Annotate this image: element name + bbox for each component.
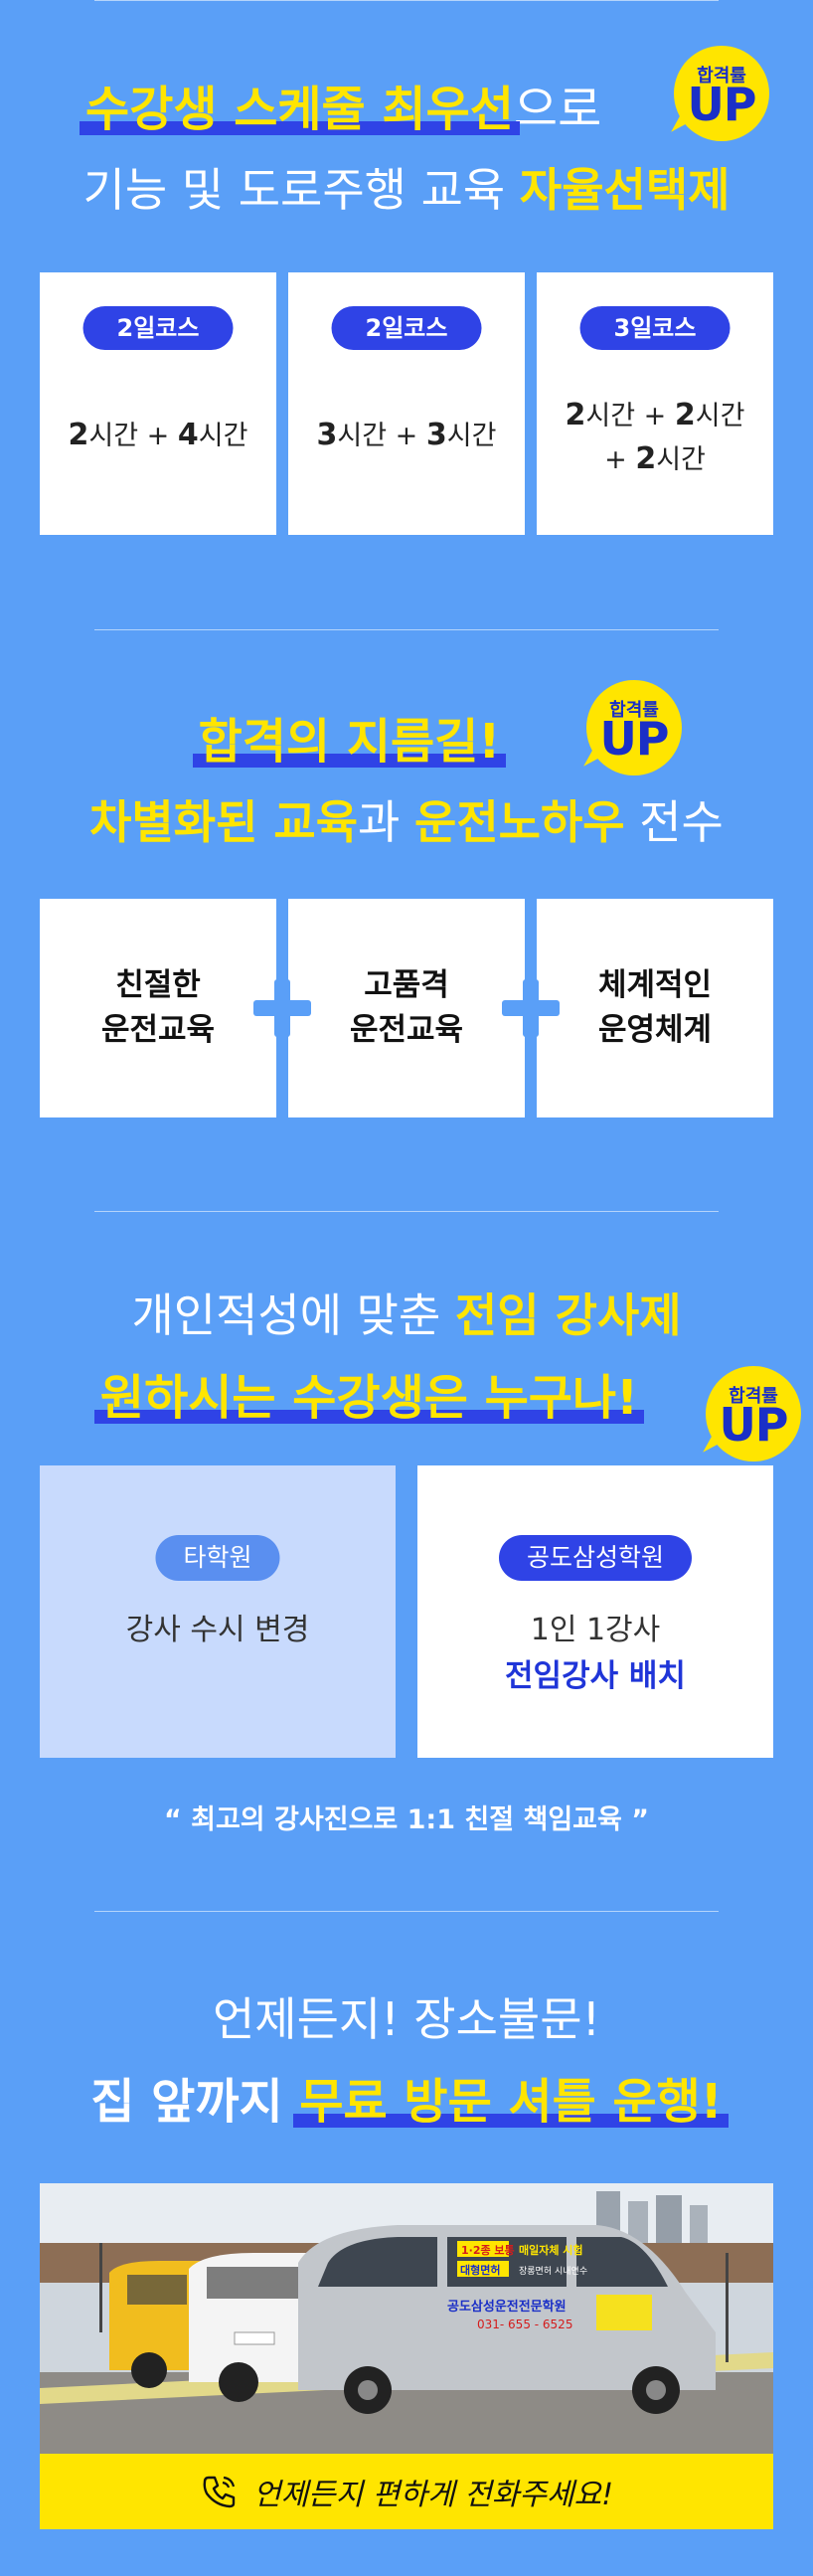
svg-text:장롱면허 시내연수: 장롱면허 시내연수 (519, 2266, 587, 2277)
other-academy-text: 강사 수시 변경 (125, 1613, 310, 1647)
section3-headline-line2: 원하시는 수강생은 누구나! (0, 1370, 813, 1428)
shuttle-vans-illustration: 1·2종 보통 매일자체 시험 대형면허 장롱면허 시내연수 공도삼성운전전문학… (40, 2183, 773, 2454)
course-pill: 3일코스 (579, 306, 731, 350)
badge-small-label: 합격률 (697, 66, 746, 86)
section4-highlight: 무료 방문 셔틀 운행! (293, 2074, 730, 2130)
svg-text:031- 655 - 6525: 031- 655 - 6525 (477, 2318, 572, 2331)
divider-2 (94, 1211, 719, 1212)
section4-headline-line2: 집 앞까지 무료 방문 셔틀 운행! (90, 2074, 730, 2130)
section3-headline-line1: 개인적성에 맞춘 전임 강사제 (131, 1288, 682, 1342)
course-hours: 2시간 + 2시간 + 2시간 (565, 398, 745, 476)
samsung-academy-text: 1인 1강사 (530, 1613, 661, 1647)
section2-highlight: 합격의 지름길! (192, 714, 506, 770)
badge-big-label: UP (687, 78, 756, 131)
section3-highlight: 원하시는 수강생은 누구나! (93, 1370, 645, 1426)
course-hours: 2시간 + 4시간 (68, 418, 248, 452)
section4-headline-line1: 언제든지! 장소불문! (212, 1992, 601, 2046)
course-card-3: 3일코스 2시간 + 2시간 + 2시간 (537, 272, 773, 535)
phone-icon (203, 2476, 236, 2508)
plus-icon (502, 979, 560, 1037)
section1-headline-line1: 수강생 스케줄 최우선으로 (0, 82, 813, 139)
svg-text:공도삼성운전전문학원: 공도삼성운전전문학원 (447, 2299, 567, 2315)
section1-line2-highlight: 자율선택제 (519, 163, 731, 217)
section2-headline-line1: 합격의 지름길! (0, 714, 813, 772)
samsung-academy-card: 공도삼성학원 1인 1강사 전임강사 배치 (417, 1465, 773, 1758)
samsung-academy-highlight: 전임강사 배치 (505, 1658, 686, 1694)
svg-text:대형면허: 대형면허 (460, 2263, 500, 2277)
pass-rate-up-badge-1: 합격률 UP (660, 46, 775, 141)
section1-highlight: 수강생 스케줄 최우선 (80, 82, 520, 137)
plus-icon (253, 979, 311, 1037)
svg-text:매일자체 시험: 매일자체 시험 (519, 2243, 583, 2257)
pass-rate-up-badge-2: 합격률 UP (572, 680, 688, 775)
call-banner[interactable]: 언제든지 편하게 전화주세요! (40, 2454, 773, 2529)
section1-headline-line2: 기능 및 도로주행 교육 자율선택제 (0, 163, 813, 218)
other-academy-pill: 타학원 (155, 1535, 280, 1581)
section2-headline-line2: 차별화된 교육과 운전노하우 전수 (89, 795, 724, 849)
samsung-academy-pill: 공도삼성학원 (498, 1535, 693, 1581)
shuttle-photo: 1·2종 보통 매일자체 시험 대형면허 장롱면허 시내연수 공도삼성운전전문학… (40, 2183, 773, 2454)
quote-text: “ 최고의 강사진으로 1:1 친절 책임교육 ” (163, 1804, 650, 1835)
other-academy-card: 타학원 강사 수시 변경 (40, 1465, 396, 1758)
badge-big-label: UP (719, 1398, 788, 1452)
section1-line2-text: 기능 및 도로주행 교육 (82, 163, 520, 217)
course-pill: 2일코스 (331, 306, 482, 350)
section1-line1-rest: 으로 (513, 82, 602, 137)
divider-top (94, 0, 719, 1)
divider-3 (94, 1911, 719, 1912)
course-pill: 2일코스 (82, 306, 234, 350)
badge-small-label: 합격률 (609, 700, 659, 721)
course-card-2: 2일코스 3시간 + 3시간 (288, 272, 525, 535)
badge-big-label: UP (599, 712, 669, 766)
call-text: 언제든지 편하게 전화주세요! (252, 2478, 614, 2512)
course-hours: 3시간 + 3시간 (316, 418, 497, 452)
badge-small-label: 합격률 (729, 1386, 778, 1407)
svg-text:1·2종 보통: 1·2종 보통 (461, 2244, 515, 2257)
divider-1 (94, 629, 719, 630)
course-card-1: 2일코스 2시간 + 4시간 (40, 272, 276, 535)
pass-rate-up-badge-3: 합격률 UP (692, 1366, 807, 1461)
